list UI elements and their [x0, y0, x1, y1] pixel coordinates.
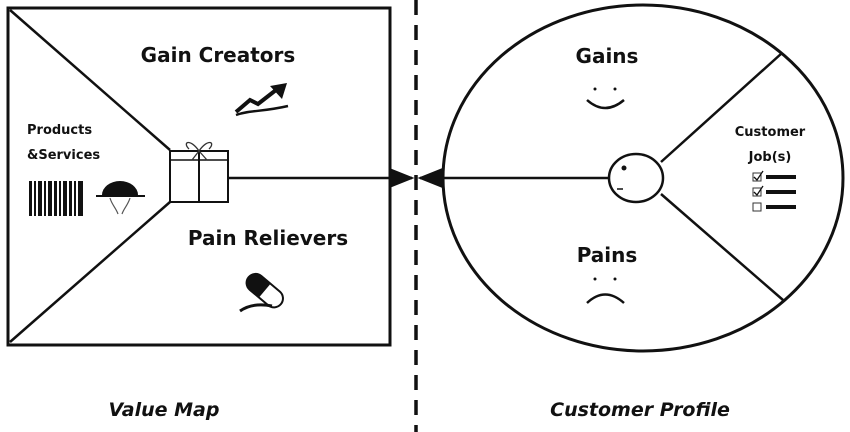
task-line [766, 175, 796, 179]
checkbox-icon [752, 202, 762, 212]
trend-up-arrow-icon [234, 83, 289, 117]
task-line [766, 190, 796, 194]
gains-label: Gains [576, 44, 639, 68]
customer-profile: Gains Pains Customer Job(s) [417, 3, 845, 353]
checkbox-icon [752, 187, 762, 197]
pain-relievers-label: Pain Relievers [188, 226, 348, 250]
unchecked-item [752, 202, 796, 212]
divider-lower [9, 201, 171, 343]
products-label-line2: &Services [27, 148, 100, 163]
divider-upper-right [660, 52, 783, 163]
checklist-icon [752, 170, 796, 212]
gift-box-icon [169, 141, 229, 203]
gain-creators-label: Gain Creators [141, 43, 296, 67]
task-line [766, 205, 796, 209]
checkbox-icon [752, 172, 762, 182]
customer-jobs-label-line2: Job(s) [748, 150, 792, 165]
value-map-caption: Value Map [109, 399, 220, 421]
serving-cloche-icon [96, 181, 145, 215]
value-map: Gain Creators Pain Relievers Products &S… [6, 6, 415, 347]
customer-profile-caption: Customer Profile [550, 399, 730, 421]
checked-item [752, 170, 796, 182]
customer-jobs-label-line1: Customer [735, 125, 806, 140]
check-mark-icon [753, 170, 764, 182]
pains-label: Pains [577, 243, 638, 267]
divider-upper [9, 9, 171, 151]
smiley-face-icon [586, 87, 625, 110]
customer-head-icon [607, 152, 665, 204]
sad-face-icon [586, 277, 625, 304]
checked-item [752, 185, 796, 197]
divider-lower-right [660, 193, 784, 301]
products-label-line1: Products [27, 123, 92, 138]
barcode-icon [29, 181, 83, 216]
pill-icon [239, 272, 284, 313]
check-mark-icon [753, 185, 764, 197]
